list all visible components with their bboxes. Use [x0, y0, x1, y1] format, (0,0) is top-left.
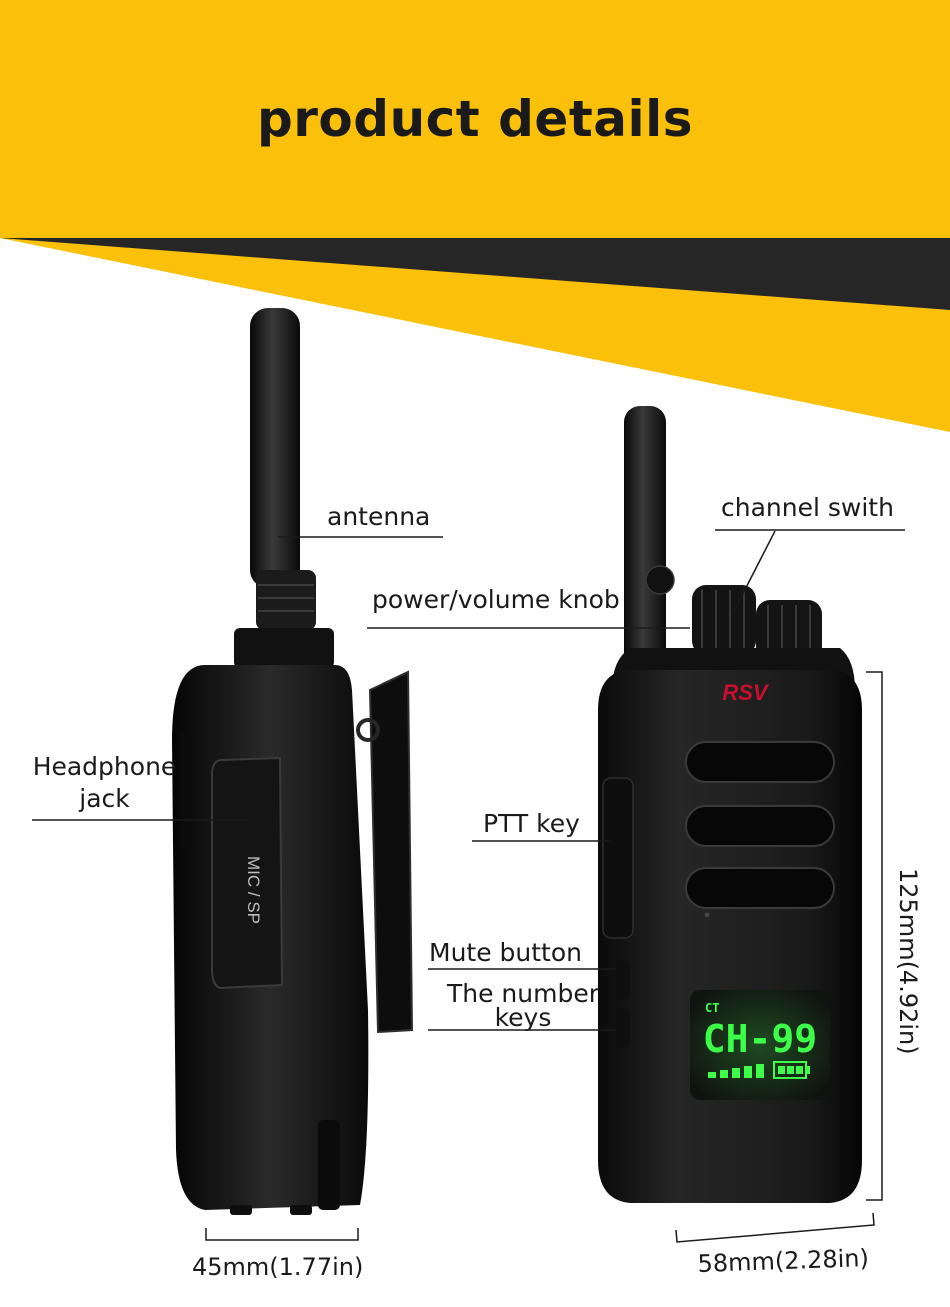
header-banner [0, 0, 950, 432]
lcd-display: CT CH-99 [690, 990, 830, 1100]
label-power-volume-knob: power/volume knob [372, 585, 620, 614]
label-antenna: antenna [327, 502, 431, 531]
channel-knob [692, 585, 756, 655]
label-number-keys-line2: keys [494, 1003, 552, 1032]
dimension-height: 125mm(4.92in) [894, 868, 922, 1055]
label-headphone-line2: jack [79, 784, 130, 813]
radio-side-view: MIC / SP [172, 308, 414, 1215]
antenna-right [624, 406, 666, 676]
dimension-width-left: 45mm(1.77in) [192, 1253, 364, 1281]
speaker-grille [685, 741, 835, 909]
svg-text:CT: CT [705, 1001, 719, 1015]
radio-front-view: RSV CT CH-99 [598, 406, 862, 1203]
label-number-keys-line1: The number [446, 979, 599, 1008]
page-title: product details [256, 90, 693, 148]
antenna-left [250, 308, 300, 588]
label-mute-button: Mute button [429, 938, 583, 967]
callout-lines [32, 529, 905, 1031]
brand-logo: RSV [722, 680, 770, 705]
label-channel-switch: channel swith [721, 493, 894, 522]
dimension-lines [205, 671, 883, 1243]
svg-text:CH-99: CH-99 [703, 1017, 817, 1061]
dimension-width-right: 58mm(2.28in) [697, 1244, 870, 1278]
label-headphone-line1: Headphone [32, 752, 177, 781]
belt-clip [368, 670, 414, 1034]
ptt-side [602, 777, 634, 939]
label-ptt-key: PTT key [483, 809, 580, 838]
mic-sp-label: MIC / SP [244, 856, 263, 924]
dark-wedge [0, 238, 950, 310]
